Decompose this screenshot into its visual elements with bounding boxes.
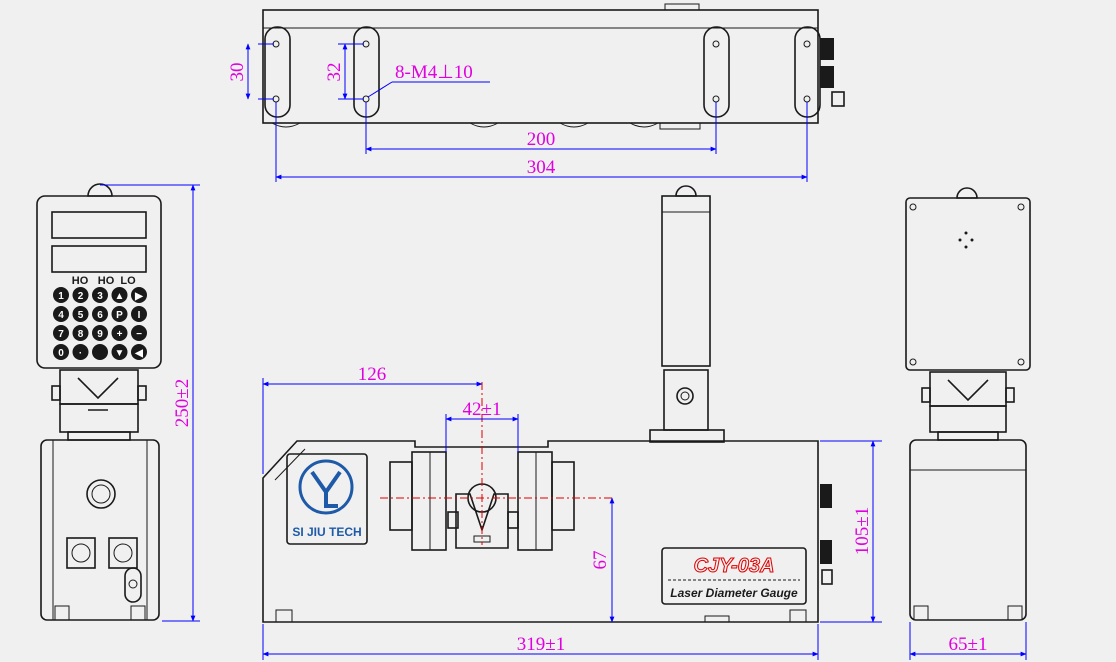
keypad-key: ·: [72, 344, 89, 360]
keypad: 1 2 3 ▲ ▶ 4 5 6 P I 7 8 9 + − 0 · ▼ ◀: [53, 287, 147, 360]
keypad-key-label: 1: [58, 291, 64, 302]
thread-note: 8-M4⊥10: [395, 62, 473, 83]
model-badge: CJY-03A: [694, 555, 775, 577]
keypad-key-label: ▲: [115, 291, 125, 302]
keypad-key: ▲: [111, 287, 128, 303]
left-dimensions: 250±2: [100, 184, 200, 622]
keypad-key: 0: [53, 344, 69, 360]
keypad-key: 7: [53, 325, 69, 341]
dim-front-throat: 42±1: [463, 399, 502, 420]
keypad-key-label: 0: [58, 348, 64, 359]
keypad-key: [92, 344, 108, 360]
keypad-key-label: I: [138, 310, 141, 321]
keypad-key: ▼: [111, 344, 128, 360]
top-view: [262, 3, 845, 130]
keypad-key: 2: [72, 287, 89, 303]
keypad-key-label: P: [116, 310, 123, 321]
keypad-key-label: 3: [97, 291, 103, 302]
keypad-key: 8: [72, 325, 89, 341]
top-dimensions: 30 32 8-M4⊥10 200 304: [227, 43, 808, 182]
keypad-key: −: [131, 325, 147, 341]
keypad-key: 1: [53, 287, 69, 303]
keypad-key-label: 6: [97, 310, 103, 321]
keypad-key-label: 9: [97, 329, 103, 340]
dim-front-center: 67: [590, 551, 611, 570]
dim-left-height: 250±2: [172, 379, 193, 427]
keypad-key: 4: [53, 306, 69, 322]
front-dimensions: 126 42±1 67 105±1 319±1: [262, 364, 882, 660]
dim-front-126: 126: [358, 364, 387, 385]
keypad-key-label: ◀: [134, 348, 143, 359]
keypad-key-label: ·: [79, 348, 82, 359]
keypad-key-label: 8: [78, 329, 84, 340]
right-dimensions: 65±1: [909, 622, 1027, 660]
keypad-key: ▶: [131, 287, 147, 303]
keypad-key-label: ▶: [134, 291, 144, 302]
key-lo: LO: [120, 275, 136, 287]
product-label: Laser Diameter Gauge: [670, 586, 798, 600]
left-view: HO HO LO 1 2 3 ▲ ▶ 4 5 6 P I 7 8 9 + − 0 · ▼ ◀: [36, 183, 162, 621]
keypad-key: ◀: [131, 344, 147, 360]
dim-front-length: 319±1: [517, 634, 565, 655]
dim-top-length: 304: [527, 157, 556, 178]
keypad-key-label: ▼: [115, 348, 125, 359]
right-view: [905, 187, 1031, 621]
dim-top-spacing: 200: [527, 129, 556, 150]
key-ho-2: HO: [98, 275, 115, 287]
keypad-key-label: 2: [78, 291, 84, 302]
keypad-key: 3: [92, 287, 108, 303]
keypad-key-label: −: [136, 329, 142, 340]
front-view: SI JIU TECH CJY-03A Laser Diameter Gauge: [262, 185, 833, 623]
dim-top-hole-32: 32: [324, 63, 345, 82]
dim-top-hole-30: 30: [227, 63, 248, 82]
keypad-key: +: [111, 325, 128, 341]
keypad-key-label: 5: [78, 310, 84, 321]
dim-side-width: 65±1: [949, 634, 988, 655]
keypad-key: 9: [92, 325, 108, 341]
keypad-key-label: 4: [58, 310, 64, 321]
keypad-key: P: [111, 306, 128, 322]
key-ho-1: HO: [72, 275, 89, 287]
dim-front-height: 105±1: [852, 507, 873, 555]
keypad-key: 5: [72, 306, 89, 322]
keypad-key-label: 7: [58, 329, 64, 340]
brand-label: SI JIU TECH: [292, 525, 361, 539]
keypad-key-label: +: [117, 329, 123, 340]
keypad-key: 6: [92, 306, 108, 322]
keypad-key: I: [131, 306, 147, 322]
